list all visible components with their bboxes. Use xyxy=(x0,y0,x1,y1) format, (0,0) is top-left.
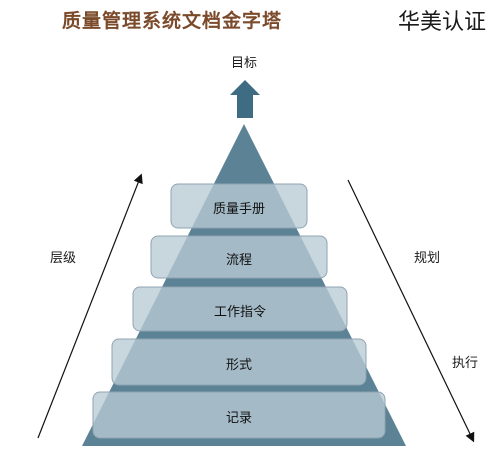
tier-form xyxy=(111,338,367,386)
tier-process xyxy=(150,235,328,279)
tier-work-instruction xyxy=(132,286,348,332)
tier-record xyxy=(92,391,386,439)
tier-label-record: 记录 xyxy=(225,411,252,426)
tier-label-form: 形式 xyxy=(225,358,252,373)
tier-quality-manual xyxy=(170,183,308,229)
goal-label: 目标 xyxy=(231,56,258,71)
page-title: 质量管理系统文档金字塔 xyxy=(62,10,283,32)
execution-label: 执行 xyxy=(452,356,479,371)
goal-arrow xyxy=(230,80,260,118)
tier-label-process: 流程 xyxy=(225,253,252,268)
planning-execution-arrow xyxy=(347,179,475,443)
hierarchy-arrow xyxy=(37,173,143,439)
tier-label-quality-manual: 质量手册 xyxy=(212,202,265,217)
hierarchy-label: 层级 xyxy=(50,251,77,266)
planning-label: 规划 xyxy=(414,251,441,266)
brand-name: 华美认证 xyxy=(398,10,487,35)
tier-label-work-instruction: 工作指令 xyxy=(213,305,266,320)
